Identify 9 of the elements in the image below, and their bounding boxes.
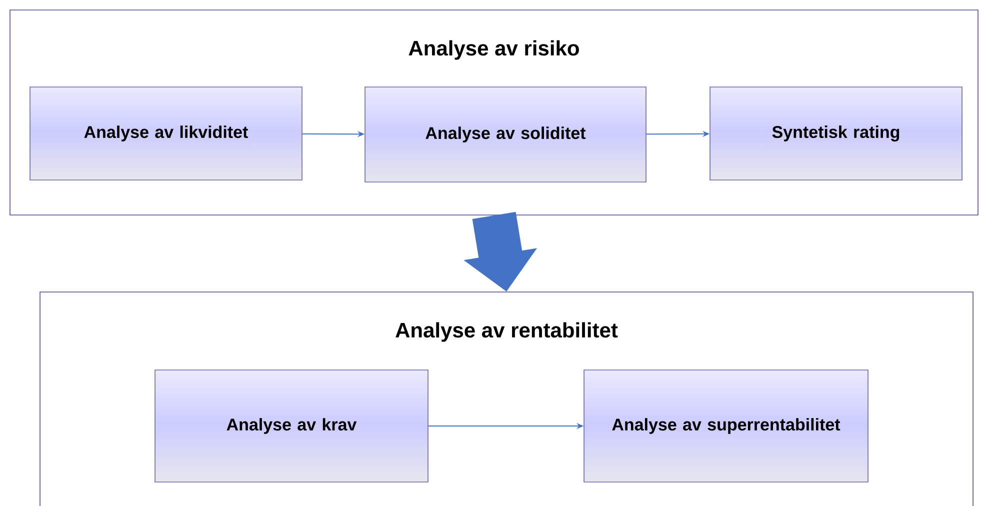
group-title: Analyse av risiko xyxy=(408,40,579,60)
process-box: Analyse av soliditet xyxy=(364,86,646,182)
process-box: Analyse av likviditet xyxy=(30,86,302,180)
process-box: Syntetisk rating xyxy=(710,86,962,180)
group-title: Analyse av rentabilitet xyxy=(396,322,618,342)
group-box xyxy=(40,292,974,506)
process-box: Analyse av superrentabilitet xyxy=(584,370,868,482)
group-box xyxy=(10,10,978,216)
process-box: Analyse av krav xyxy=(154,370,428,482)
